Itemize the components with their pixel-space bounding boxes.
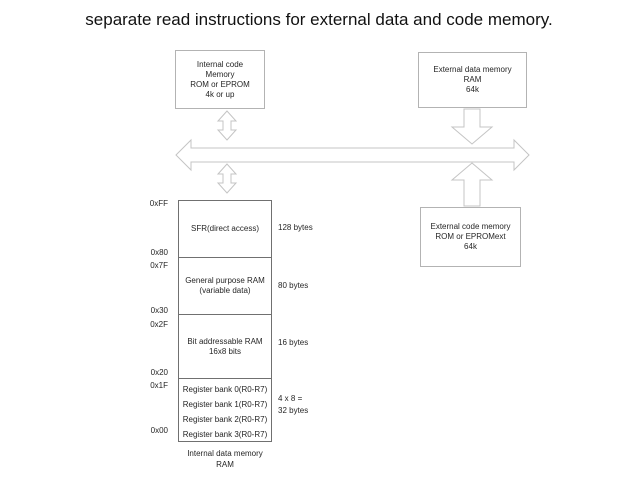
memory-map-section-bit-addressable-ram: Bit addressable RAM 16x8 bits [178,314,272,379]
sfr-size-note: 128 bytes [278,223,313,232]
general-purpose-ram-label-line2: (variable data) [199,286,251,295]
register-banks-size-note: 4 x 8 = 32 bytes [278,393,308,417]
internal-data-memory-caption-line2: RAM [216,460,234,469]
internal-code-memory-label-line1: Internal code [196,59,244,69]
external-code-memory-label-line1: External code memory [430,222,511,231]
general-purpose-ram-size-note: 80 bytes [278,281,309,290]
internal-code-memory-box: Internal code Memory ROM or EPROM 4k or … [175,50,265,109]
addr-label-0x1F: 0x1F [150,381,168,390]
system-bus-double-arrow [175,138,530,172]
internal-code-memory-label-line2: Memory [205,69,235,79]
external-code-memory-label-line3: 64k [464,242,477,251]
sfr-label: SFR(direct access) [190,224,259,233]
bit-addressable-ram-label-line1: Bit addressable RAM [187,336,263,346]
external-code-memory-box: External code memory ROM or EPROMext 64k [420,207,521,267]
general-purpose-ram-label-line1: General purpose RAM [185,276,265,285]
register-bank-1-row: Register bank 1(R0-R7) [182,400,268,409]
external-data-memory-label-line1: External data memory [433,65,512,74]
register-bank-0-row: Register bank 0(R0-R7) [182,385,268,394]
internal-code-memory-label-line4: 4k or up [205,89,235,99]
internal-code-to-bus-double-arrow-icon [216,110,238,141]
external-code-memory-label-line2: ROM or EPROMext [435,232,506,241]
external-code-up-arrow-icon [450,162,494,207]
addr-label-0x7F: 0x7F [150,261,168,270]
internal-data-memory-caption: Internal data memory RAM [178,448,272,470]
addr-label-0x20: 0x20 [150,368,168,377]
memory-map-section-general-purpose-ram: General purpose RAM (variable data) [178,257,272,315]
register-banks-size-note-line2: 32 bytes [278,406,309,415]
addr-label-0x80: 0x80 [150,248,168,257]
addr-label-0xFF: 0xFF [149,199,168,208]
external-data-down-arrow-icon [450,108,494,145]
memory-map-section-sfr: SFR(direct access) [178,200,272,258]
external-data-memory-box: External data memory RAM 64k [418,52,527,108]
bit-addressable-ram-size-note: 16 bytes [278,338,309,347]
internal-data-memory-caption-line1: Internal data memory [187,449,263,458]
bit-addressable-ram-label-line2: 16x8 bits [208,346,242,356]
external-data-memory-label-line3: 64k [466,85,479,94]
external-data-memory-label-line2: RAM [463,75,482,84]
internal-code-memory-label-line3: ROM or EPROM [190,79,250,89]
addr-label-0x30: 0x30 [150,306,168,315]
slide-title: separate read instructions for external … [85,10,553,29]
memory-map-section-register-banks: Register bank 0(R0-R7) Register bank 1(R… [178,378,272,442]
addr-label-0x00: 0x00 [150,426,168,435]
register-bank-3-row: Register bank 3(R0-R7) [182,430,268,439]
bus-to-internal-data-double-arrow-icon [216,163,238,194]
register-bank-2-row: Register bank 2(R0-R7) [182,415,268,424]
addr-label-0x2F: 0x2F [150,320,168,329]
register-banks-size-note-line1: 4 x 8 = [278,394,303,403]
